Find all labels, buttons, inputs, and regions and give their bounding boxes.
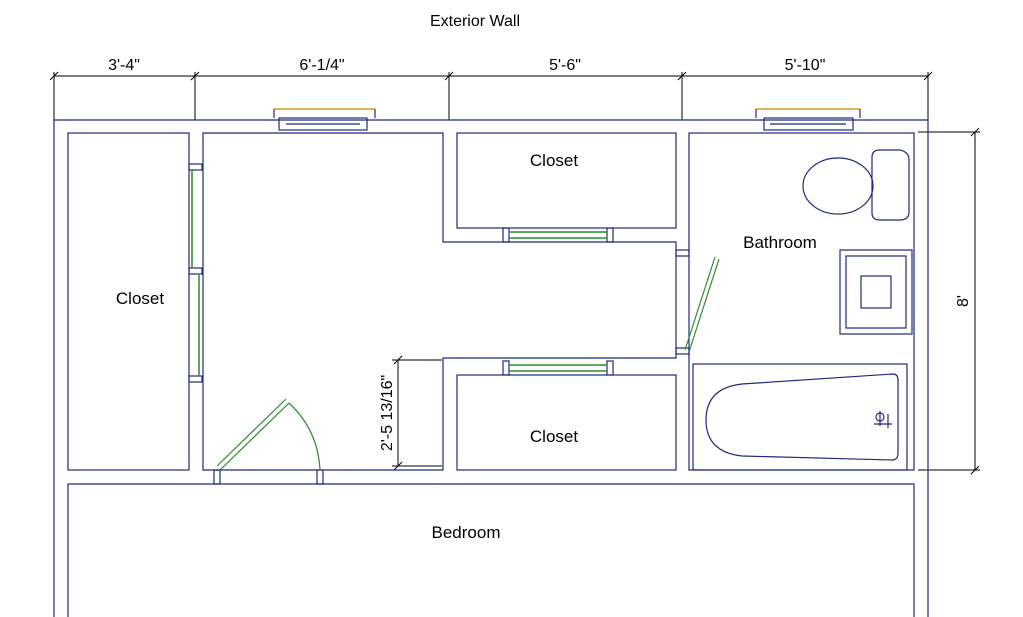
closet-left bbox=[67, 132, 190, 471]
dimension-top-1: 3'-4" bbox=[108, 57, 140, 74]
dimension-right: 8' bbox=[955, 295, 972, 307]
closet-left-sliding-doors bbox=[188, 163, 203, 383]
window-right bbox=[755, 108, 861, 131]
closet-top bbox=[456, 132, 677, 229]
closet-bottom bbox=[456, 374, 677, 471]
top-dimension-string bbox=[49, 71, 933, 120]
closet-top-label: Closet bbox=[530, 151, 578, 170]
hall-door bbox=[213, 398, 324, 485]
closet-bottom-sliding-doors bbox=[502, 360, 614, 376]
bedroom-label: Bedroom bbox=[432, 523, 501, 542]
closet-top-sliding-doors bbox=[502, 227, 614, 243]
bathroom-label: Bathroom bbox=[743, 233, 817, 252]
bathtub-icon bbox=[692, 363, 908, 471]
closet-left-label: Closet bbox=[116, 289, 164, 308]
plan-title: Exterior Wall bbox=[430, 13, 520, 30]
window-left bbox=[273, 108, 376, 131]
dimension-interior: 2'-5 13/16" bbox=[379, 375, 396, 451]
interior-dimension bbox=[392, 355, 442, 471]
dimension-top-4: 5'-10" bbox=[785, 57, 826, 74]
sink-icon bbox=[839, 249, 913, 335]
exterior-walls bbox=[53, 119, 929, 617]
closet-bottom-label: Closet bbox=[530, 427, 578, 446]
hallway bbox=[202, 132, 677, 471]
dimension-top-2: 6'-1/4" bbox=[299, 57, 344, 74]
bathroom-door bbox=[675, 249, 720, 355]
dimension-top-3: 5'-6" bbox=[549, 57, 581, 74]
toilet-icon bbox=[802, 149, 910, 221]
bedroom bbox=[67, 483, 915, 617]
